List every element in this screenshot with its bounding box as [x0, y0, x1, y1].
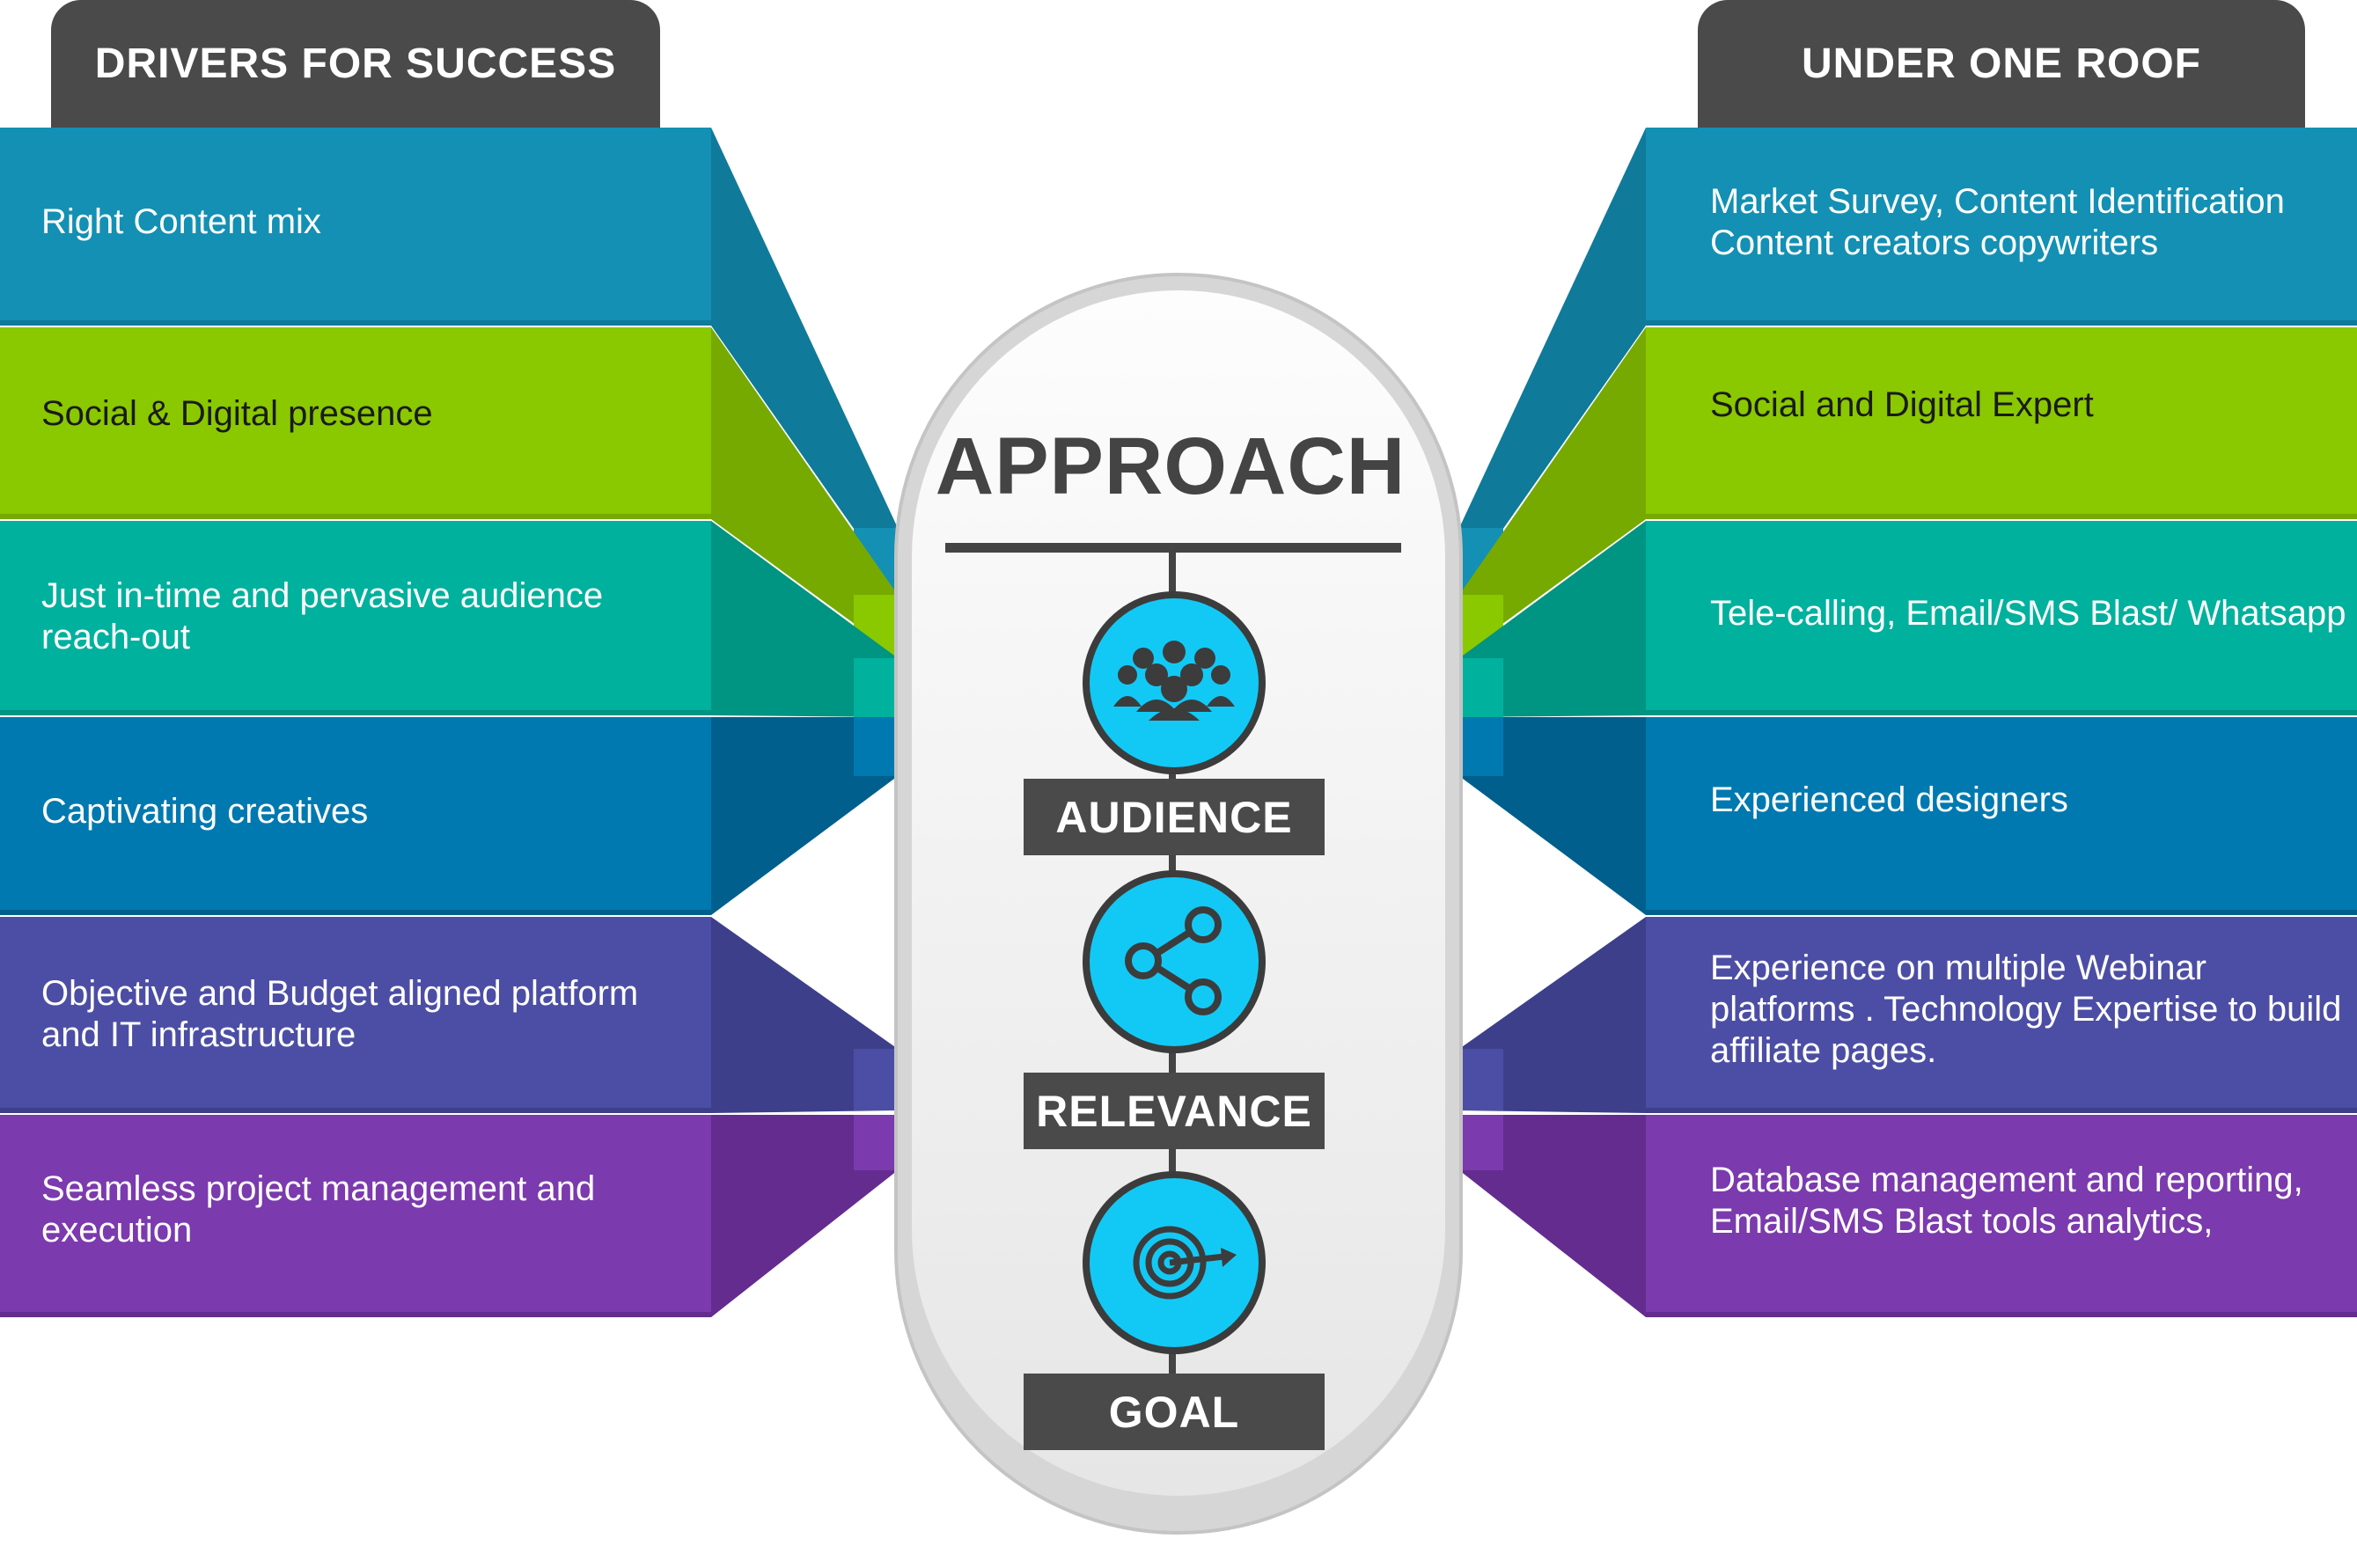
left-connector-6 — [711, 1115, 898, 1317]
left-row-5-text: Objective and Budget aligned platform an… — [41, 973, 639, 1054]
right-connector-3 — [1459, 521, 1646, 717]
right-row-3-edge — [1646, 710, 2357, 715]
right-connector-4 — [1459, 717, 1646, 915]
right-row-4-panel — [1646, 717, 2357, 915]
right-row-2-edge — [1646, 514, 2357, 519]
left-row-2-edge — [0, 514, 711, 519]
left-row-3-edge — [0, 710, 711, 715]
left-row-6-edge — [0, 1312, 711, 1317]
approach-divider — [945, 543, 1401, 553]
share-nodes-icon — [1082, 869, 1267, 1054]
left-connector-3 — [711, 521, 898, 717]
step-label-goal: GOAL — [1024, 1374, 1325, 1450]
right-row-2-text: Social and Digital Expert — [1710, 385, 2094, 424]
left-row-4-panel — [0, 717, 711, 915]
header-under-one-roof: UNDER ONE ROOF — [1698, 0, 2305, 128]
right-row-1-edge — [1646, 320, 2357, 326]
left-row-1-text: Right Content mix — [41, 202, 321, 241]
people-group-icon — [1082, 590, 1267, 775]
target-icon — [1082, 1170, 1267, 1355]
right-row-1-text: Market Survey, Content Identification Co… — [1710, 181, 2285, 262]
right-row-5-text: Experience on multiple Webinar platforms… — [1710, 948, 2342, 1070]
right-row-5-panel — [1646, 917, 2357, 1113]
left-row-5-edge — [0, 1108, 711, 1113]
right-row-5-edge — [1646, 1108, 2357, 1113]
left-row-1-panel — [0, 128, 711, 326]
right-connector-5 — [1459, 917, 1646, 1113]
left-connector-5 — [711, 917, 898, 1113]
right-connector-1 — [1459, 128, 1646, 591]
left-row-3-panel — [0, 521, 711, 715]
left-row-2-text: Social & Digital presence — [41, 394, 433, 433]
left-row-5-panel — [0, 917, 711, 1113]
right-row-2-panel — [1646, 327, 2357, 519]
left-row-4-text: Captivating creatives — [41, 791, 369, 831]
right-row-3-panel — [1646, 521, 2357, 715]
left-connector-2 — [711, 327, 898, 656]
right-row-6-panel — [1646, 1115, 2357, 1317]
left-row-4-edge — [0, 910, 711, 915]
right-row-6-text: Database management and reporting, Email… — [1710, 1161, 2303, 1241]
left-row-1-edge — [0, 320, 711, 326]
step-label-audience: AUDIENCE — [1024, 779, 1325, 855]
left-connector-4 — [711, 717, 898, 915]
right-row-4-edge — [1646, 910, 2357, 915]
right-row-6-edge — [1646, 1312, 2357, 1317]
left-row-2-panel — [0, 327, 711, 519]
header-drivers-for-success: DRIVERS FOR SUCCESS — [51, 0, 660, 128]
approach-title: APPROACH — [935, 421, 1406, 511]
left-row-6-panel — [0, 1115, 711, 1317]
right-connector-6 — [1459, 1115, 1646, 1317]
right-row-4-text: Experienced designers — [1710, 780, 2068, 819]
step-label-relevance: RELEVANCE — [1024, 1073, 1325, 1149]
right-connector-2 — [1459, 327, 1646, 656]
left-row-3-text: Just in-time and pervasive audience reac… — [41, 575, 604, 656]
left-connector-1 — [711, 128, 898, 591]
left-row-6-text: Seamless project management and executio… — [41, 1169, 596, 1249]
right-row-3-text: Tele-calling, Email/SMS Blast/ Whatsapp — [1710, 594, 2346, 633]
right-row-1-panel — [1646, 128, 2357, 326]
